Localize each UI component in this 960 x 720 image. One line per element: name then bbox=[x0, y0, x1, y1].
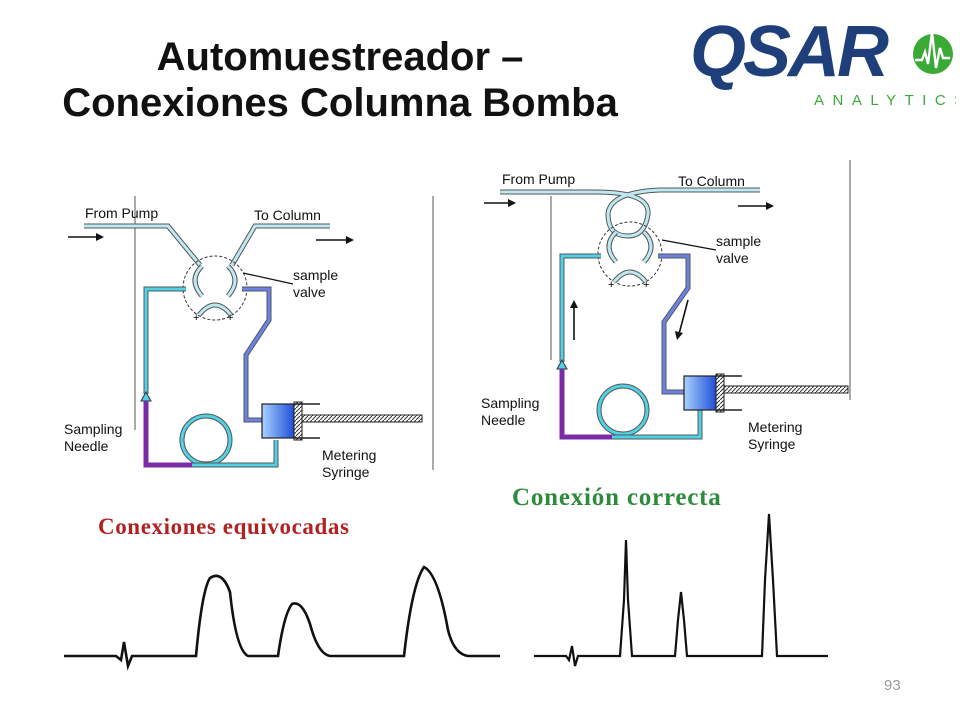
flow-up-arrow-icon bbox=[570, 300, 578, 340]
label-to-column: To Column bbox=[678, 173, 745, 189]
label-syringe: Syringe bbox=[322, 464, 370, 480]
label-sampling: Sampling bbox=[64, 421, 122, 437]
arrow-in-icon bbox=[484, 199, 516, 207]
label-from-pump: From Pump bbox=[502, 171, 575, 187]
arrow-out-icon bbox=[738, 202, 774, 210]
metering-syringe-icon bbox=[261, 401, 423, 441]
diagram-wrong-connection: + + From Pump To Column sample valve bbox=[64, 196, 434, 480]
chromatogram-correct bbox=[534, 513, 828, 667]
svg-text:+: + bbox=[227, 312, 233, 324]
label-valve: valve bbox=[293, 284, 326, 300]
chromatogram-wrong bbox=[64, 565, 500, 671]
svg-text:+: + bbox=[643, 279, 649, 291]
arrow-in-icon bbox=[68, 233, 104, 241]
svg-text:+: + bbox=[608, 279, 614, 291]
logo-sub: ANALYTICS bbox=[814, 92, 956, 109]
page-title: Automuestreador – Conexiones Columna Bom… bbox=[0, 34, 680, 126]
logo-brand: QSAR bbox=[690, 12, 889, 92]
page-number: 93 bbox=[884, 677, 901, 694]
label-sample: sample bbox=[716, 233, 761, 249]
arrow-out-icon bbox=[316, 236, 354, 244]
label-metering: Metering bbox=[748, 419, 802, 435]
sample-valve-icon: + + bbox=[597, 221, 663, 291]
diagram-correct-connection: + + From Pump To Column sample valve Sam… bbox=[481, 160, 851, 452]
metering-syringe-icon bbox=[683, 373, 849, 413]
title-line-1: Automuestreador – bbox=[156, 35, 524, 79]
label-sampling: Sampling bbox=[481, 395, 539, 411]
label-needle: Needle bbox=[64, 438, 109, 454]
label-sample: sample bbox=[293, 267, 338, 283]
sample-valve-icon: + + bbox=[182, 255, 248, 324]
qsar-logo: QSAR ANALYTICS bbox=[690, 12, 956, 109]
label-correct-connection: Conexión correcta bbox=[512, 484, 722, 511]
title-line-2: Conexiones Columna Bomba bbox=[62, 81, 618, 125]
logo-mark-icon bbox=[913, 31, 953, 74]
flow-down-arrow-icon bbox=[675, 299, 689, 340]
label-from-pump: From Pump bbox=[85, 205, 158, 221]
label-metering: Metering bbox=[322, 447, 376, 463]
label-valve: valve bbox=[716, 250, 749, 266]
svg-text:+: + bbox=[193, 312, 199, 324]
label-to-column: To Column bbox=[254, 207, 321, 223]
label-syringe: Syringe bbox=[748, 436, 796, 452]
label-wrong-connections: Conexiones equivocadas bbox=[98, 514, 350, 539]
label-needle: Needle bbox=[481, 412, 526, 428]
